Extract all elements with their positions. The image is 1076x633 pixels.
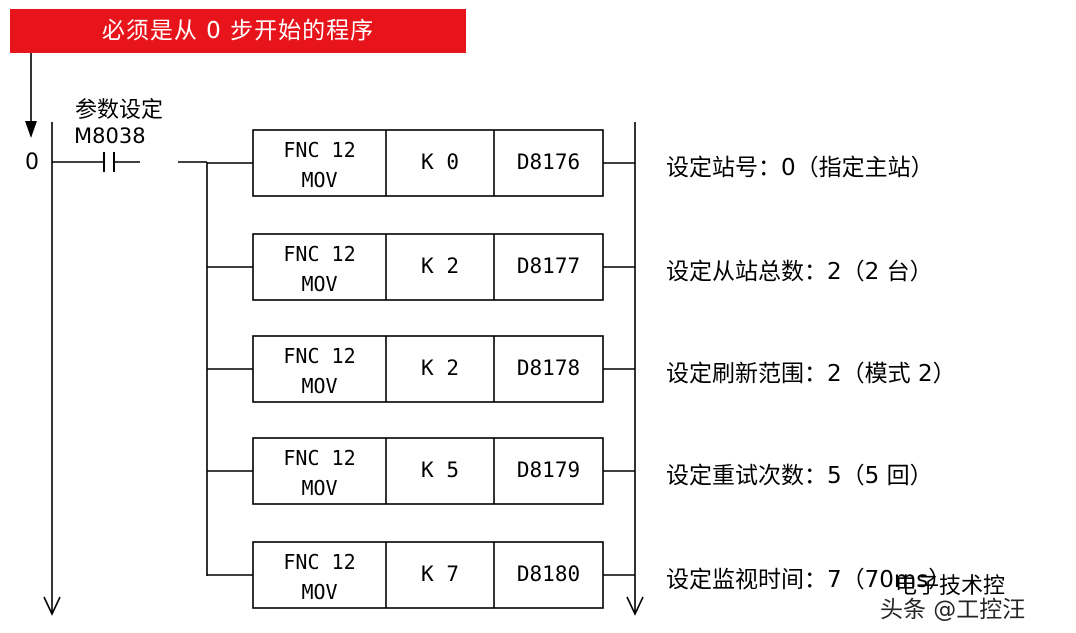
rung-4-fnc-label: FNC 12 bbox=[283, 550, 356, 574]
rung-2-comment: 设定刷新范围：2（模式 2） bbox=[666, 361, 956, 387]
left-rail-arrowhead bbox=[43, 596, 61, 616]
rung-1-op-label: MOV bbox=[301, 272, 338, 296]
rung-0-destination-register: D8176 bbox=[516, 150, 581, 174]
rung-4-comment: 设定监视时间：7（70ms） bbox=[666, 567, 952, 593]
right-rail-arrowhead bbox=[626, 596, 644, 616]
rung-1-source-operand: K 2 bbox=[421, 254, 459, 278]
rung-4-op-label: MOV bbox=[301, 580, 338, 604]
watermark-line1: 电子技术控 bbox=[895, 574, 1006, 599]
rung-3-comment: 设定重试次数：5（5 回） bbox=[666, 463, 933, 489]
rung-4-destination-register: D8180 bbox=[516, 562, 581, 586]
contact-label: M8038 bbox=[74, 124, 146, 148]
rung-3-source-operand: K 5 bbox=[421, 458, 459, 482]
step-number: 0 bbox=[25, 150, 39, 175]
section-label: 参数设定 bbox=[75, 98, 164, 123]
rung-1-comment: 设定从站总数：2（2 台） bbox=[666, 259, 933, 285]
rung-0-instruction-box bbox=[252, 129, 604, 197]
rung-2-destination-register: D8178 bbox=[516, 356, 581, 380]
rung-3-op-label: MOV bbox=[301, 476, 338, 500]
rung-4-function-code: FNC 12 MOV bbox=[253, 547, 386, 607]
rung-2-op-label: MOV bbox=[301, 374, 338, 398]
rung-4-source-operand: K 7 bbox=[421, 562, 459, 586]
rung-1-fnc-label: FNC 12 bbox=[283, 242, 356, 266]
banner-pointer-arrowhead bbox=[25, 121, 37, 138]
rung-2-function-code: FNC 12 MOV bbox=[253, 341, 386, 401]
rung-0-op-label: MOV bbox=[301, 168, 338, 192]
rung-0-source-operand: K 0 bbox=[421, 150, 459, 174]
rung-3-fnc-label: FNC 12 bbox=[283, 446, 356, 470]
rung-0-comment: 设定站号：0（指定主站） bbox=[666, 155, 934, 181]
rung-3-function-code: FNC 12 MOV bbox=[253, 443, 386, 503]
rung-1-instruction-box bbox=[252, 233, 604, 301]
rung-2-instruction-box bbox=[252, 335, 604, 403]
rung-0-function-code: FNC 12 MOV bbox=[253, 135, 386, 195]
rung-0-fnc-label: FNC 12 bbox=[283, 138, 356, 162]
rung-2-fnc-label: FNC 12 bbox=[283, 344, 356, 368]
banner-title: 必须是从 0 步开始的程序 bbox=[10, 9, 466, 53]
rung-2-source-operand: K 2 bbox=[421, 356, 459, 380]
rung-1-function-code: FNC 12 MOV bbox=[253, 239, 386, 299]
rung-1-destination-register: D8177 bbox=[516, 254, 581, 278]
watermark-line2: 头条 @工控汪 bbox=[880, 597, 1026, 623]
rung-3-destination-register: D8179 bbox=[516, 458, 581, 482]
rung-4-instruction-box bbox=[252, 541, 604, 609]
rung-3-instruction-box bbox=[252, 437, 604, 505]
